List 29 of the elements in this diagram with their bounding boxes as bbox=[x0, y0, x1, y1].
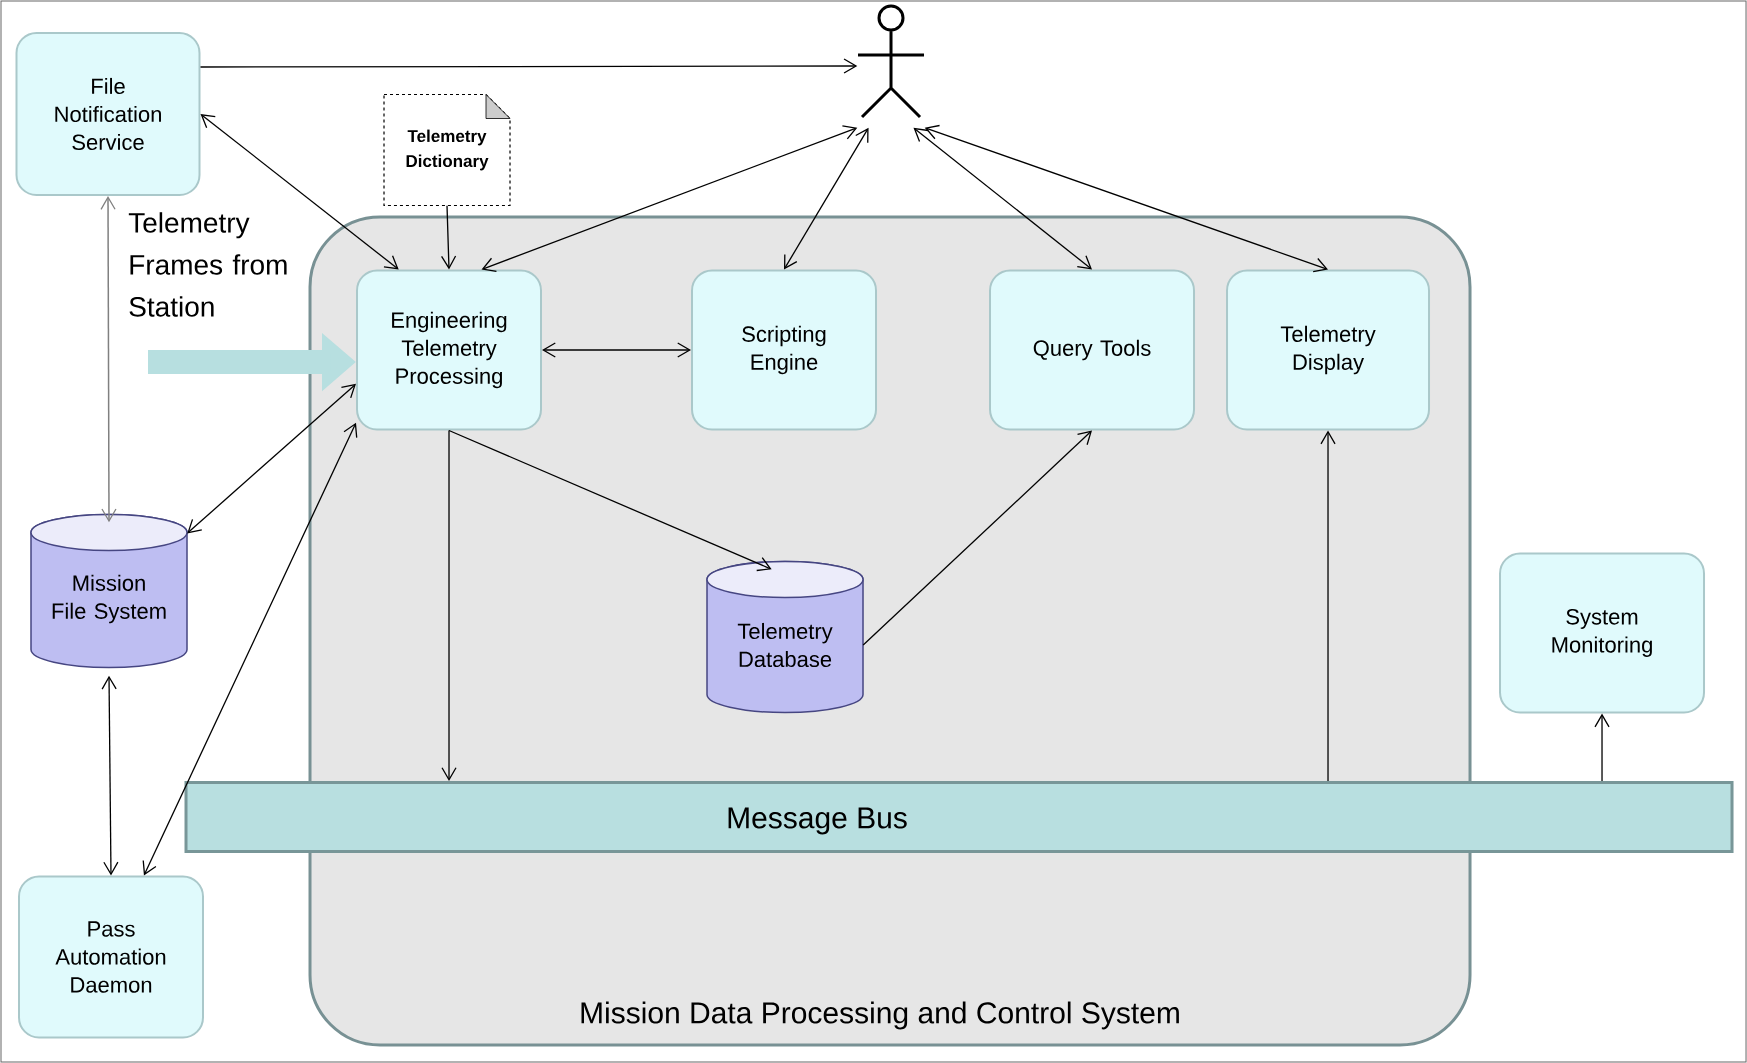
message-bus-bar: Message Bus bbox=[184, 781, 1734, 853]
arrow bbox=[481, 125, 858, 272]
arrow bbox=[542, 342, 691, 358]
arrow bbox=[187, 383, 356, 534]
arrow bbox=[200, 114, 399, 270]
arrow bbox=[448, 429, 772, 572]
arrow bbox=[441, 429, 457, 781]
arrow bbox=[199, 58, 858, 74]
database-cylinder: Mission File System bbox=[30, 513, 188, 669]
process-box: Pass Automation Daemon bbox=[18, 875, 204, 1039]
arrow bbox=[440, 205, 457, 270]
database-cylinder: Telemetry Database bbox=[706, 560, 864, 714]
arrow bbox=[913, 127, 1093, 270]
arrow bbox=[1320, 430, 1336, 782]
arrow bbox=[100, 196, 117, 523]
arrow bbox=[142, 422, 358, 876]
process-box: Scripting Engine bbox=[691, 269, 877, 431]
process-box: System Monitoring bbox=[1499, 552, 1705, 714]
process-box: Query Tools bbox=[989, 269, 1195, 431]
arrow bbox=[862, 430, 1092, 646]
arrow bbox=[784, 127, 869, 270]
process-box: Telemetry Display bbox=[1226, 269, 1430, 431]
caption-text: Telemetry Frames from Station bbox=[128, 212, 287, 317]
person-icon bbox=[856, 4, 926, 119]
process-box: Engineering Telemetry Processing bbox=[356, 269, 542, 431]
arrow bbox=[1594, 713, 1610, 782]
arrow bbox=[101, 675, 119, 876]
process-box: File Notification Service bbox=[15, 32, 201, 196]
arrow bbox=[924, 124, 1328, 273]
